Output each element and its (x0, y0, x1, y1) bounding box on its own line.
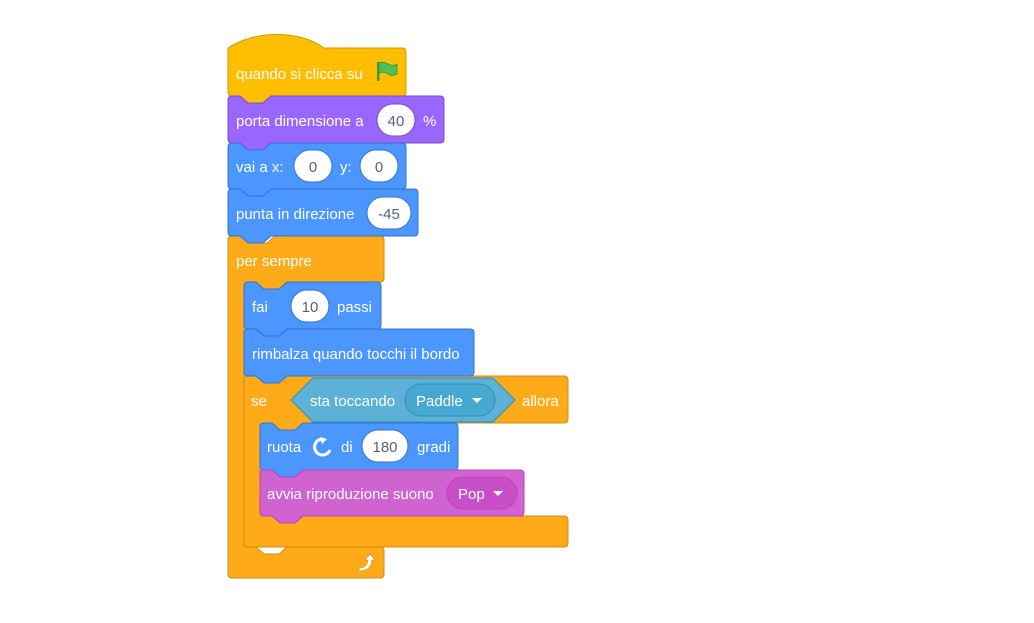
size-input[interactable]: 40 (376, 103, 416, 137)
if-then-block[interactable]: se allora sta toccando Paddle (243, 375, 569, 548)
sound-dropdown[interactable]: Pop (446, 476, 518, 510)
set-size-block[interactable]: porta dimensione a 40 % (227, 95, 445, 151)
touching-block[interactable]: sta toccando Paddle (290, 377, 516, 423)
steps-input[interactable]: 10 (290, 289, 330, 323)
loop-arrow-icon (358, 553, 376, 572)
turn-block[interactable]: ruota di 180 gradi (259, 422, 459, 478)
y-label: y: (340, 159, 352, 176)
y-input[interactable]: 0 (359, 149, 399, 183)
sound-selected: Pop (458, 486, 485, 503)
bounce-label: rimbalza quando tocchi il bordo (252, 346, 460, 363)
set-size-label: porta dimensione a (236, 113, 364, 130)
chevron-down-icon (493, 491, 503, 496)
hat-label: quando si clicca su (236, 66, 363, 83)
turn-di-label: di (341, 439, 353, 456)
degrees-value: 180 (372, 439, 397, 456)
point-direction-block[interactable]: punta in direzione -45 (227, 188, 419, 244)
play-sound-label: avvia riproduzione suono (267, 486, 434, 503)
bounce-block[interactable]: rimbalza quando tocchi il bordo (243, 328, 475, 384)
play-sound-block[interactable]: avvia riproduzione suono Pop (259, 469, 525, 524)
bounce-block-shape (243, 328, 475, 384)
direction-value: -45 (378, 206, 400, 223)
steps-suffix: passi (337, 299, 372, 316)
when-flag-clicked-block[interactable]: quando si clicca su (227, 34, 407, 104)
forever-label: per sempre (236, 253, 312, 270)
touching-selected: Paddle (416, 393, 463, 410)
if-label: se (251, 393, 267, 410)
x-input[interactable]: 0 (293, 149, 333, 183)
steps-value: 10 (302, 299, 319, 316)
move-steps-block[interactable]: fai 10 passi (243, 281, 382, 337)
degrees-input[interactable]: 180 (361, 429, 409, 463)
green-flag-icon (377, 61, 398, 81)
direction-input[interactable]: -45 (366, 196, 412, 230)
point-direction-label: punta in direzione (236, 206, 354, 223)
touching-dropdown[interactable]: Paddle (404, 383, 496, 417)
turn-label: ruota (267, 439, 302, 456)
x-value: 0 (309, 159, 317, 176)
then-label: allora (522, 393, 559, 410)
move-label: fai (252, 299, 268, 316)
touching-label: sta toccando (310, 393, 395, 410)
size-suffix: % (423, 113, 436, 130)
degrees-suffix: gradi (417, 439, 450, 456)
size-value: 40 (388, 113, 405, 130)
chevron-down-icon (472, 398, 482, 403)
goto-label: vai a x: (236, 159, 284, 176)
y-value: 0 (375, 159, 383, 176)
rotate-clockwise-icon (313, 437, 332, 457)
goto-xy-block[interactable]: vai a x: 0 y: 0 (227, 142, 407, 197)
